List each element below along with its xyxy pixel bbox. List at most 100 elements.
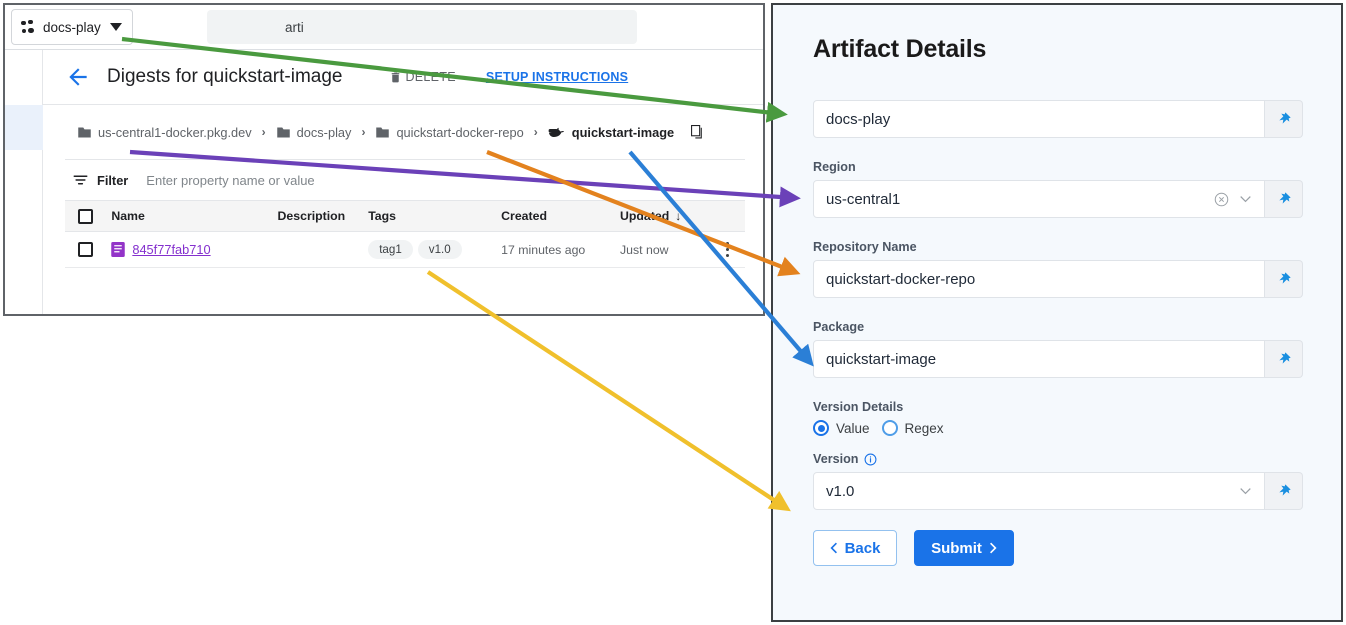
repository-name-input[interactable]: quickstart-docker-repo (813, 260, 1265, 298)
submit-button[interactable]: Submit (914, 530, 1014, 566)
radio-regex-indicator[interactable] (881, 420, 898, 436)
digests-table-container: Filter Enter property name or value Name… (65, 159, 745, 296)
trash-icon (392, 72, 400, 82)
artifact-registry-browser-panel: docs-play arti Digests for quickstart-im… (3, 3, 765, 316)
filter-icon (73, 175, 88, 185)
form-buttons: Back Submit (813, 530, 1303, 566)
select-all-header[interactable] (65, 200, 112, 232)
back-button[interactable]: Back (813, 530, 897, 566)
repository-name-input-value: quickstart-docker-repo (826, 270, 976, 288)
repository-name-pin-button[interactable] (1265, 260, 1303, 298)
filter-input-placeholder: Enter property name or value (146, 172, 315, 188)
delete-button[interactable]: DELETE (389, 70, 456, 85)
project-input[interactable]: docs-play (813, 100, 1265, 138)
package-pin-button[interactable] (1265, 340, 1303, 378)
back-button-label: Back (844, 539, 881, 557)
radio-value-indicator[interactable] (813, 420, 829, 436)
version-label-row: Version (813, 452, 1303, 466)
breadcrumb-label: quickstart-docker-repo (396, 124, 524, 140)
project-pin-button[interactable] (1265, 100, 1303, 138)
row-updated-cell: Just now (620, 231, 711, 268)
radio-value[interactable]: Value (813, 420, 870, 436)
row-select-cell[interactable] (65, 231, 112, 268)
pin-icon (1278, 352, 1291, 364)
digest-link[interactable]: 845f77fab710 (132, 242, 211, 257)
pin-icon (1278, 484, 1291, 496)
row-checkbox[interactable] (78, 242, 93, 257)
caret-down-icon[interactable] (109, 23, 122, 31)
tag-chip[interactable]: v1.0 (417, 240, 462, 259)
breadcrumb-separator: › (261, 125, 266, 139)
column-header-tags[interactable]: Tags (368, 200, 502, 232)
field-project: docs-play (813, 100, 1303, 138)
setup-instructions-link[interactable]: SETUP INSTRUCTIONS (486, 70, 628, 84)
docker-whale-icon (548, 127, 564, 137)
version-input[interactable]: v1.0 (813, 472, 1265, 510)
breadcrumb-item-registry[interactable]: us-central1-docker.pkg.dev (77, 125, 252, 140)
version-input-value: v1.0 (826, 482, 855, 500)
column-header-updated[interactable]: Updated↓ (620, 200, 711, 232)
info-icon[interactable] (864, 453, 877, 466)
version-details-label: Version Details (813, 400, 904, 414)
kebab-menu-icon[interactable] (711, 242, 745, 257)
select-all-checkbox[interactable] (78, 208, 93, 224)
package-input-value: quickstart-image (826, 350, 937, 368)
clear-circle-icon[interactable] (1214, 192, 1229, 207)
repository-name-label: Repository Name (813, 240, 917, 254)
region-input-value: us-central1 (826, 190, 901, 208)
row-actions-cell[interactable] (710, 231, 745, 268)
page-header: Digests for quickstart-image DELETE SETU… (43, 50, 763, 105)
column-header-description[interactable]: Description (277, 200, 369, 232)
sort-descending-icon[interactable]: ↓ (675, 209, 682, 223)
project-dots-icon (21, 19, 36, 35)
folder-icon (276, 127, 290, 137)
radio-regex[interactable]: Regex (881, 420, 944, 436)
digests-table: Name Description Tags Created Updated↓ (65, 200, 745, 268)
radio-value-label: Value (836, 420, 870, 436)
nav-rail-active-item[interactable] (5, 105, 43, 150)
console-toolbar: docs-play arti (5, 5, 763, 50)
field-version: Version v1.0 (813, 452, 1303, 510)
version-pin-button[interactable] (1265, 472, 1303, 510)
filter-label: Filter (97, 172, 129, 188)
column-header-created[interactable]: Created (501, 200, 621, 232)
filter-bar[interactable]: Filter Enter property name or value (65, 160, 745, 200)
package-label: Package (813, 320, 865, 334)
package-input[interactable]: quickstart-image (813, 340, 1265, 378)
row-description-cell (277, 231, 369, 268)
tag-chip[interactable]: tag1 (368, 240, 413, 259)
chevron-down-icon[interactable] (1239, 195, 1252, 203)
back-arrow-icon[interactable] (65, 64, 91, 90)
page-content: Digests for quickstart-image DELETE SETU… (43, 50, 763, 314)
chevron-down-icon[interactable] (1239, 487, 1252, 495)
breadcrumb-item-package[interactable]: quickstart-image (548, 125, 674, 140)
breadcrumb-item-project[interactable]: docs-play (276, 125, 351, 140)
breadcrumb-label: us-central1-docker.pkg.dev (98, 124, 252, 140)
field-package: Package quickstart-image (813, 320, 1303, 378)
page-title: Digests for quickstart-image (107, 66, 343, 87)
table-footer (65, 268, 745, 296)
row-created-cell: 17 minutes ago (501, 231, 621, 268)
region-pin-button[interactable] (1265, 180, 1303, 218)
folder-icon (78, 127, 91, 137)
field-version-details: Version Details Value Regex (813, 400, 1303, 436)
breadcrumb: us-central1-docker.pkg.dev › docs-play ›… (43, 105, 763, 159)
setup-instructions-label: SETUP INSTRUCTIONS (485, 70, 629, 84)
field-repository-name: Repository Name quickstart-docker-repo (813, 240, 1303, 298)
left-nav-rail (5, 50, 43, 314)
console-search-input[interactable]: arti (207, 10, 637, 44)
region-input[interactable]: us-central1 (813, 180, 1265, 218)
version-label: Version (813, 452, 859, 466)
pin-icon (1278, 192, 1291, 204)
breadcrumb-item-repository[interactable]: quickstart-docker-repo (375, 124, 524, 140)
pin-icon (1278, 112, 1291, 124)
field-region: Region us-central1 (813, 160, 1303, 218)
copy-icon[interactable] (691, 125, 704, 139)
region-label: Region (813, 160, 856, 174)
column-header-name[interactable]: Name (111, 200, 278, 232)
project-selector-chip[interactable]: docs-play (11, 9, 133, 45)
breadcrumb-label: quickstart-image (571, 124, 675, 140)
